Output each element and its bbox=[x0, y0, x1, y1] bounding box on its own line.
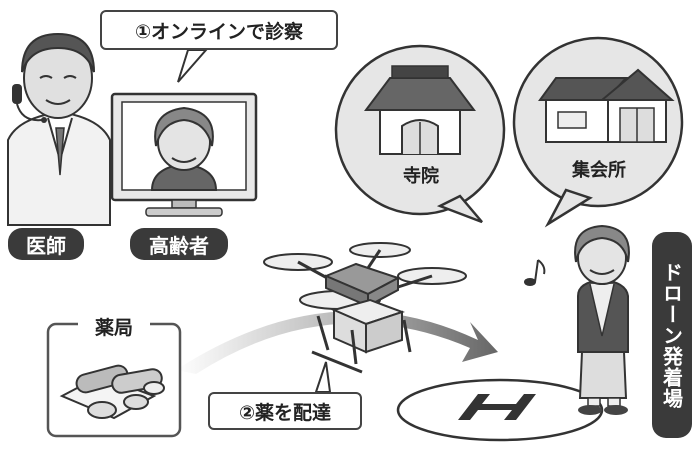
flight-arrow bbox=[176, 311, 498, 374]
temple-label: 寺院 bbox=[403, 166, 439, 187]
doctor-label: 医師 bbox=[8, 228, 84, 260]
doctor-figure bbox=[7, 32, 111, 226]
step1-label: ①オンラインで診察 bbox=[100, 10, 338, 50]
landing-pad bbox=[396, 378, 604, 442]
monitor bbox=[110, 92, 258, 217]
elderly-woman bbox=[574, 224, 630, 415]
music-note-icon bbox=[524, 259, 546, 286]
community-hall-bubble bbox=[512, 36, 684, 228]
community-hall-label: 集会所 bbox=[572, 160, 626, 181]
pharmacy-label: 薬局 bbox=[78, 312, 150, 340]
pharmacy-box bbox=[46, 322, 182, 438]
drone-port-label: ドローン発着場 bbox=[652, 232, 692, 438]
bubble-tail-2 bbox=[314, 361, 332, 393]
bubble-tail bbox=[177, 49, 209, 83]
step2-label: ②薬を配達 bbox=[208, 392, 362, 430]
temple-bubble bbox=[334, 44, 506, 224]
drone bbox=[263, 242, 467, 374]
elderly-label: 高齢者 bbox=[130, 228, 228, 260]
